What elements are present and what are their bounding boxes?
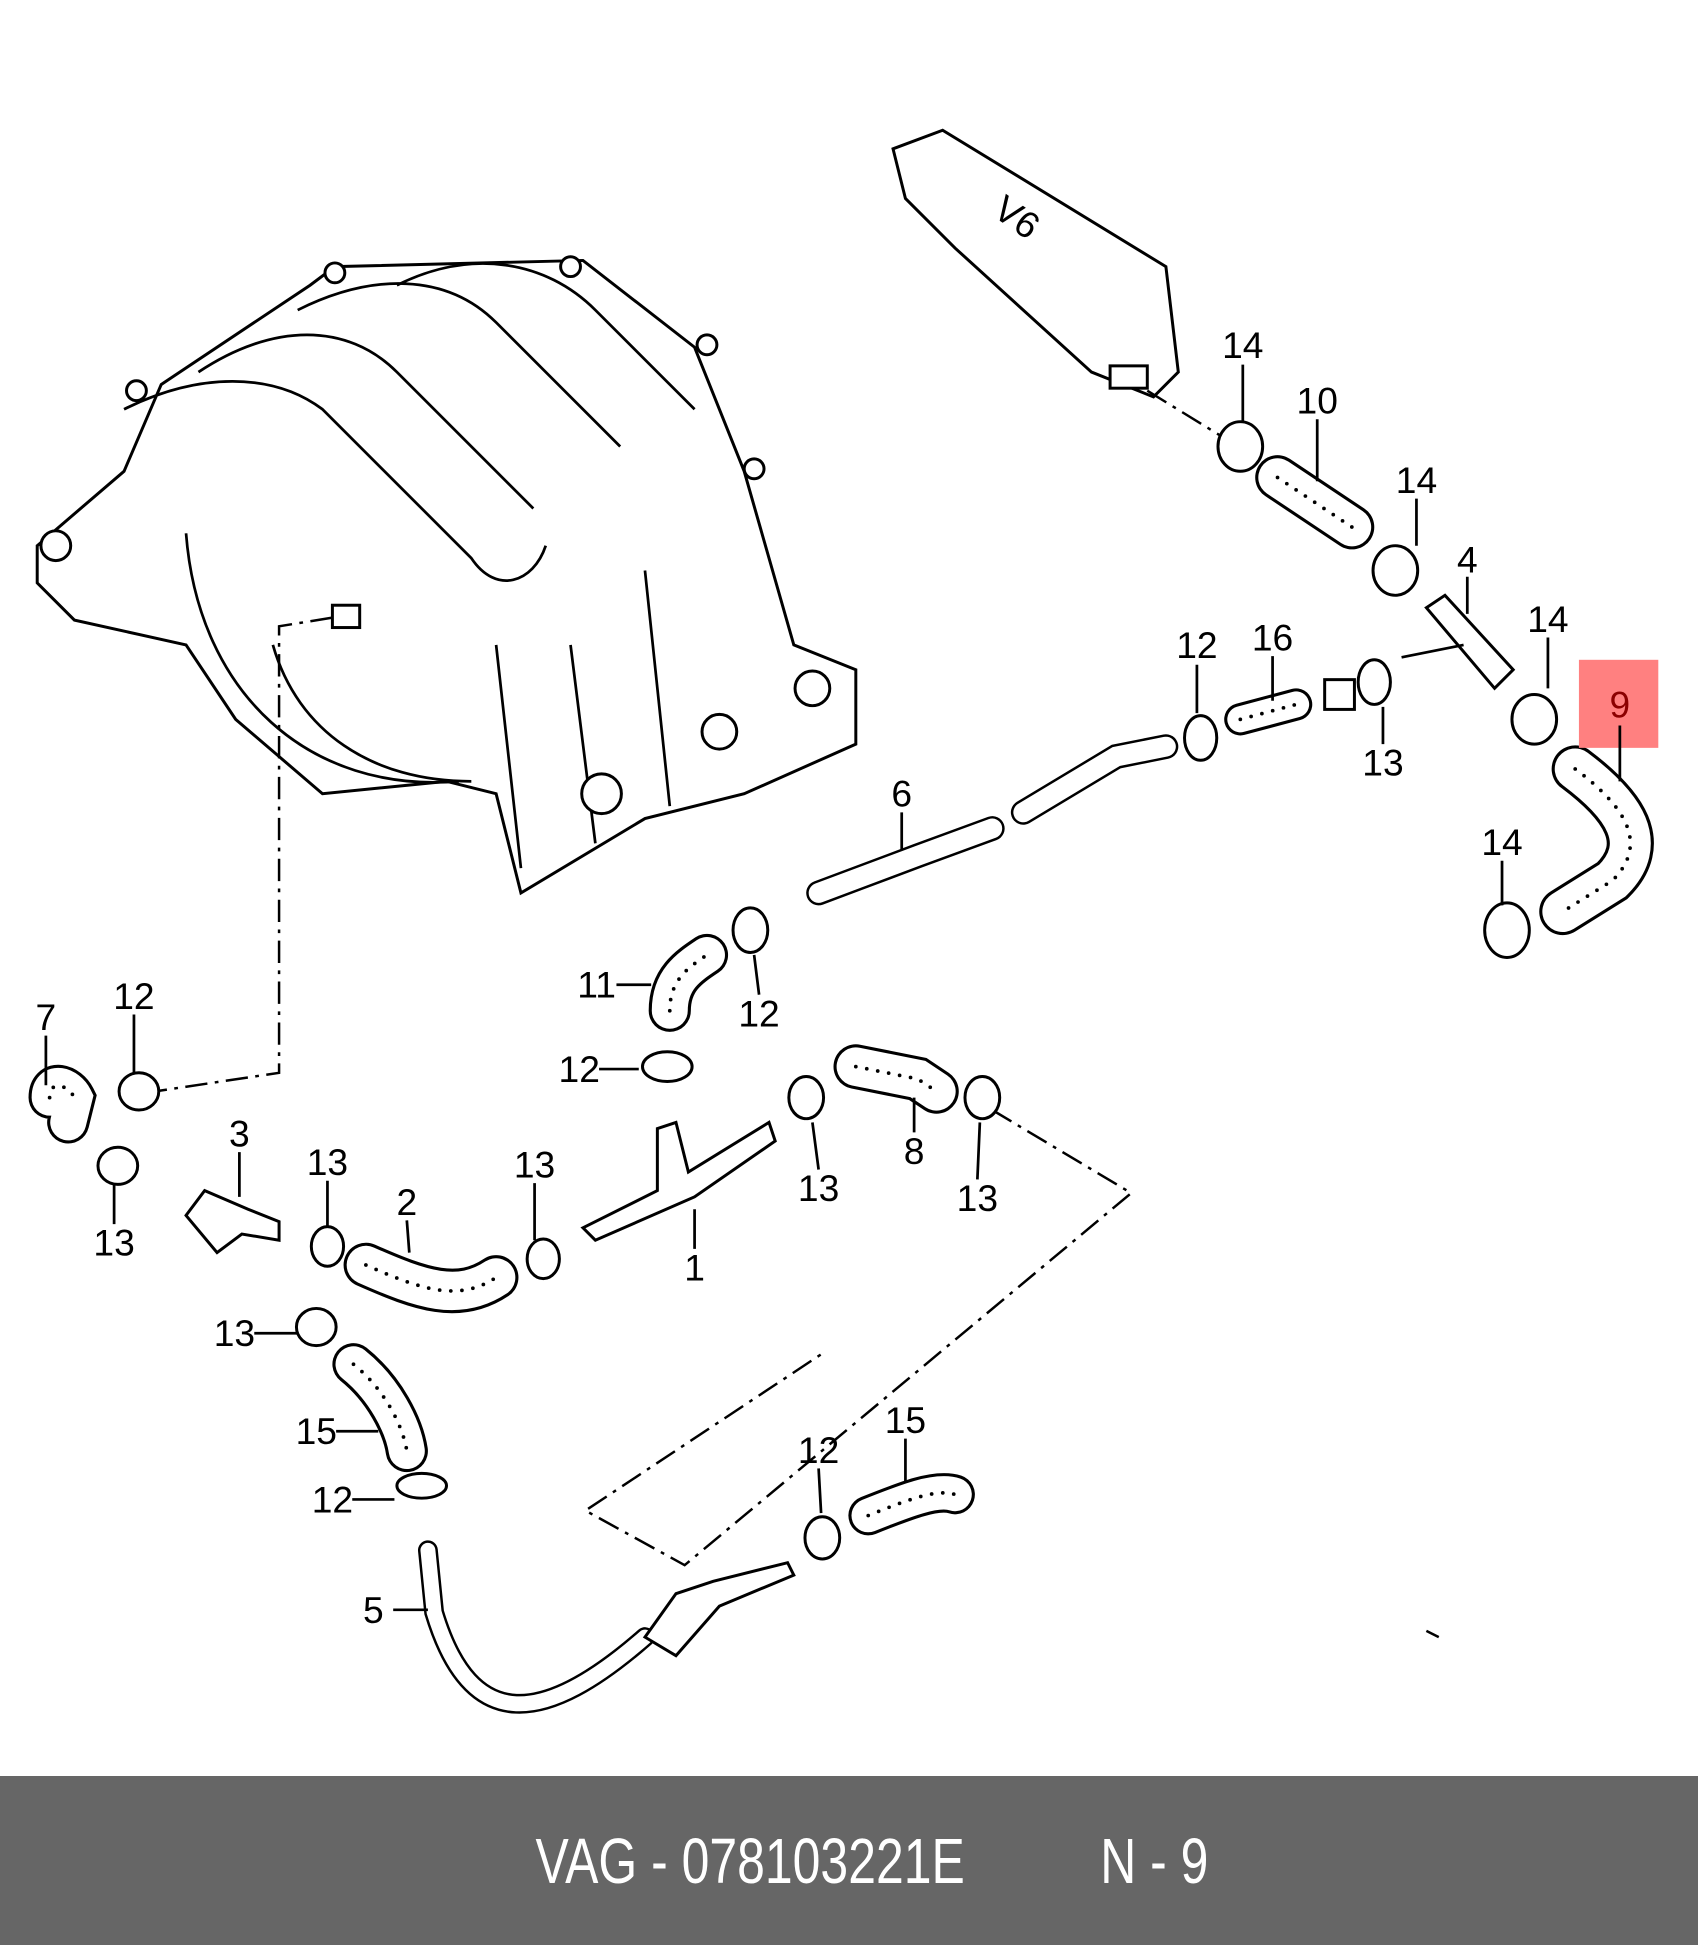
callout-4[interactable]: 4 bbox=[1457, 538, 1478, 580]
callout-5[interactable]: 5 bbox=[363, 1589, 384, 1631]
callout-12[interactable]: 12 bbox=[738, 992, 779, 1034]
callout-13[interactable]: 13 bbox=[214, 1312, 255, 1354]
callout-labels: 14 10 14 4 14 9 16 12 13 6 14 11 12 12 7… bbox=[36, 324, 1631, 1631]
callout-13[interactable]: 13 bbox=[307, 1141, 348, 1183]
exploded-parts-diagram: V6 bbox=[28, 128, 1659, 1714]
callout-12[interactable]: 12 bbox=[113, 975, 154, 1017]
callout-12[interactable]: 12 bbox=[312, 1478, 353, 1520]
intake-manifold bbox=[35, 255, 858, 896]
assembly-guide-lines bbox=[154, 389, 1440, 1639]
callout-13[interactable]: 13 bbox=[957, 1177, 998, 1219]
part-number: VAG - 078103221E bbox=[535, 1824, 965, 1897]
callout-16[interactable]: 16 bbox=[1252, 616, 1293, 658]
callout-8[interactable]: 8 bbox=[904, 1130, 925, 1172]
leader-lines bbox=[44, 364, 1622, 1612]
callout-7[interactable]: 7 bbox=[36, 996, 57, 1038]
callout-14[interactable]: 14 bbox=[1527, 598, 1568, 640]
callout-6[interactable]: 6 bbox=[891, 773, 912, 815]
callout-1[interactable]: 1 bbox=[684, 1247, 705, 1289]
fittings bbox=[184, 593, 1516, 1658]
callout-15[interactable]: 15 bbox=[885, 1399, 926, 1441]
callout-2[interactable]: 2 bbox=[396, 1181, 417, 1223]
diagram-position: N - 9 bbox=[1100, 1824, 1209, 1897]
callout-14[interactable]: 14 bbox=[1481, 821, 1522, 863]
callout-13[interactable]: 13 bbox=[798, 1167, 839, 1209]
callout-14[interactable]: 14 bbox=[1396, 459, 1437, 501]
hose-clamps bbox=[96, 420, 1559, 1561]
part-info-footer: VAG - 078103221E N - 9 bbox=[0, 1776, 1698, 1945]
callout-13[interactable]: 13 bbox=[514, 1144, 555, 1186]
callout-13[interactable]: 13 bbox=[1362, 742, 1403, 784]
callout-12[interactable]: 12 bbox=[798, 1429, 839, 1471]
callout-10[interactable]: 10 bbox=[1297, 380, 1338, 422]
callout-9-highlighted[interactable]: 9 bbox=[1610, 683, 1631, 725]
callout-14[interactable]: 14 bbox=[1222, 324, 1263, 366]
callout-3[interactable]: 3 bbox=[229, 1113, 250, 1155]
hoses bbox=[28, 455, 1654, 1714]
callout-15[interactable]: 15 bbox=[296, 1410, 337, 1452]
callout-13[interactable]: 13 bbox=[93, 1222, 134, 1264]
callout-11[interactable]: 11 bbox=[577, 964, 616, 1006]
callout-12[interactable]: 12 bbox=[559, 1048, 600, 1090]
callout-12[interactable]: 12 bbox=[1176, 624, 1217, 666]
engine-cover: V6 bbox=[891, 128, 1180, 399]
